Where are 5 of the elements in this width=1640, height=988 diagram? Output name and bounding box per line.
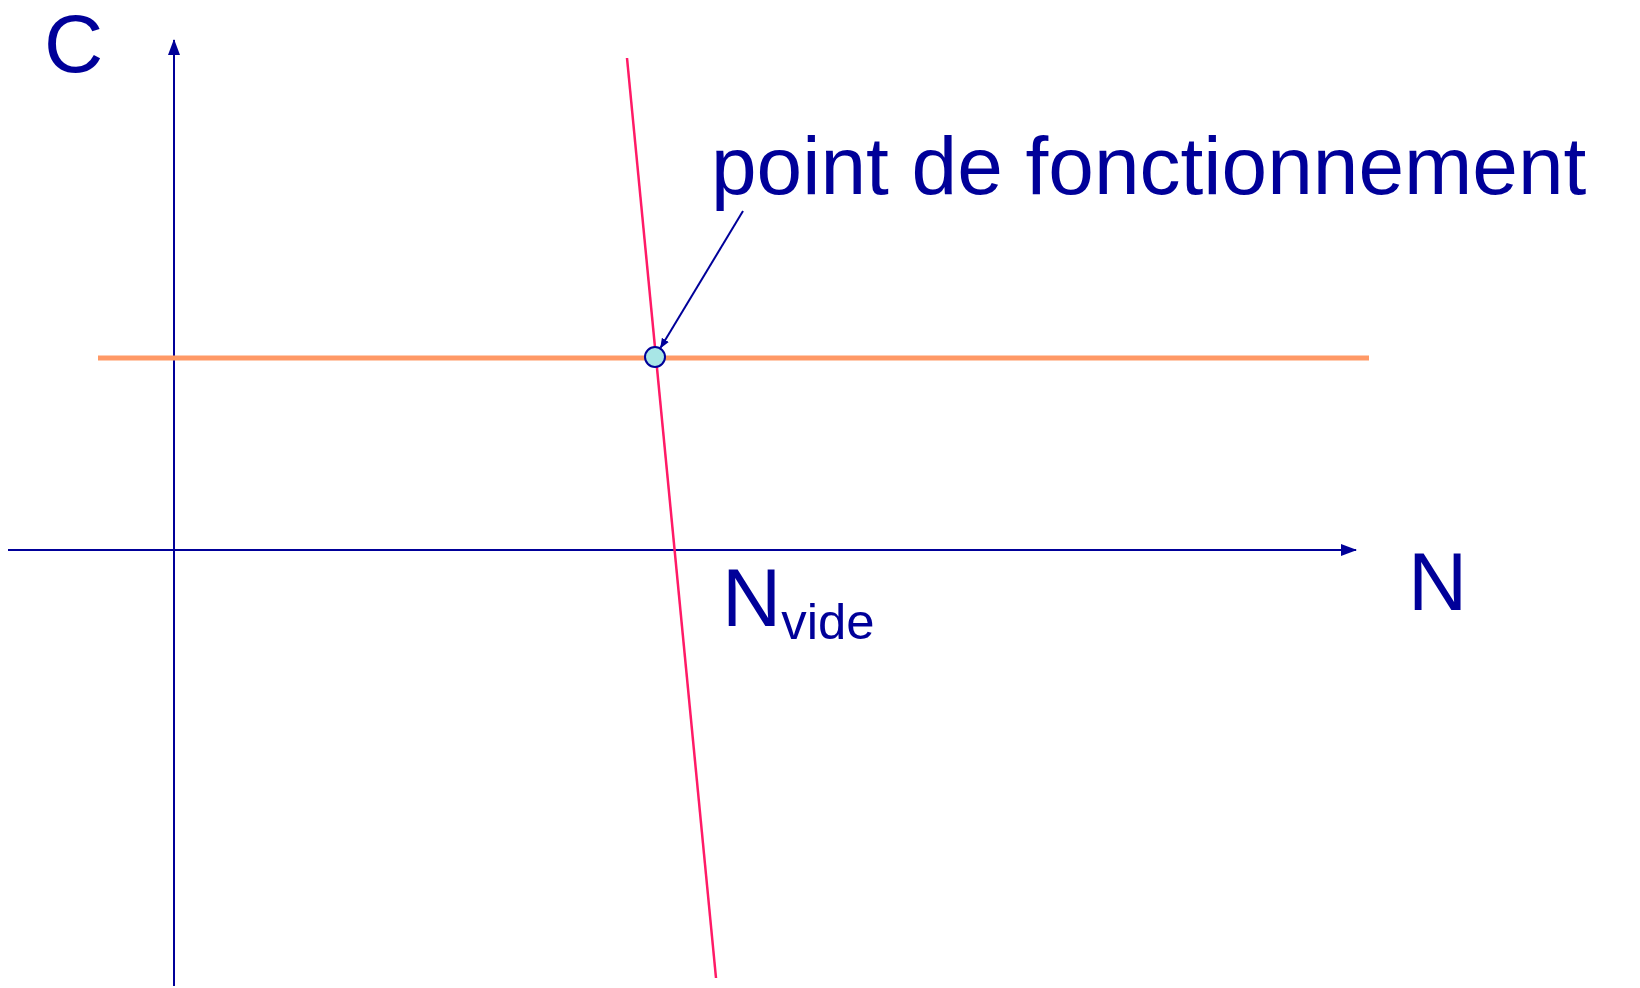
- operating-point-marker: [644, 346, 666, 368]
- leader-line: [659, 210, 744, 349]
- axis-label: N: [1408, 541, 1468, 623]
- axis-label: C: [44, 3, 104, 85]
- tick-label: N$_{vide}$: [722, 557, 875, 648]
